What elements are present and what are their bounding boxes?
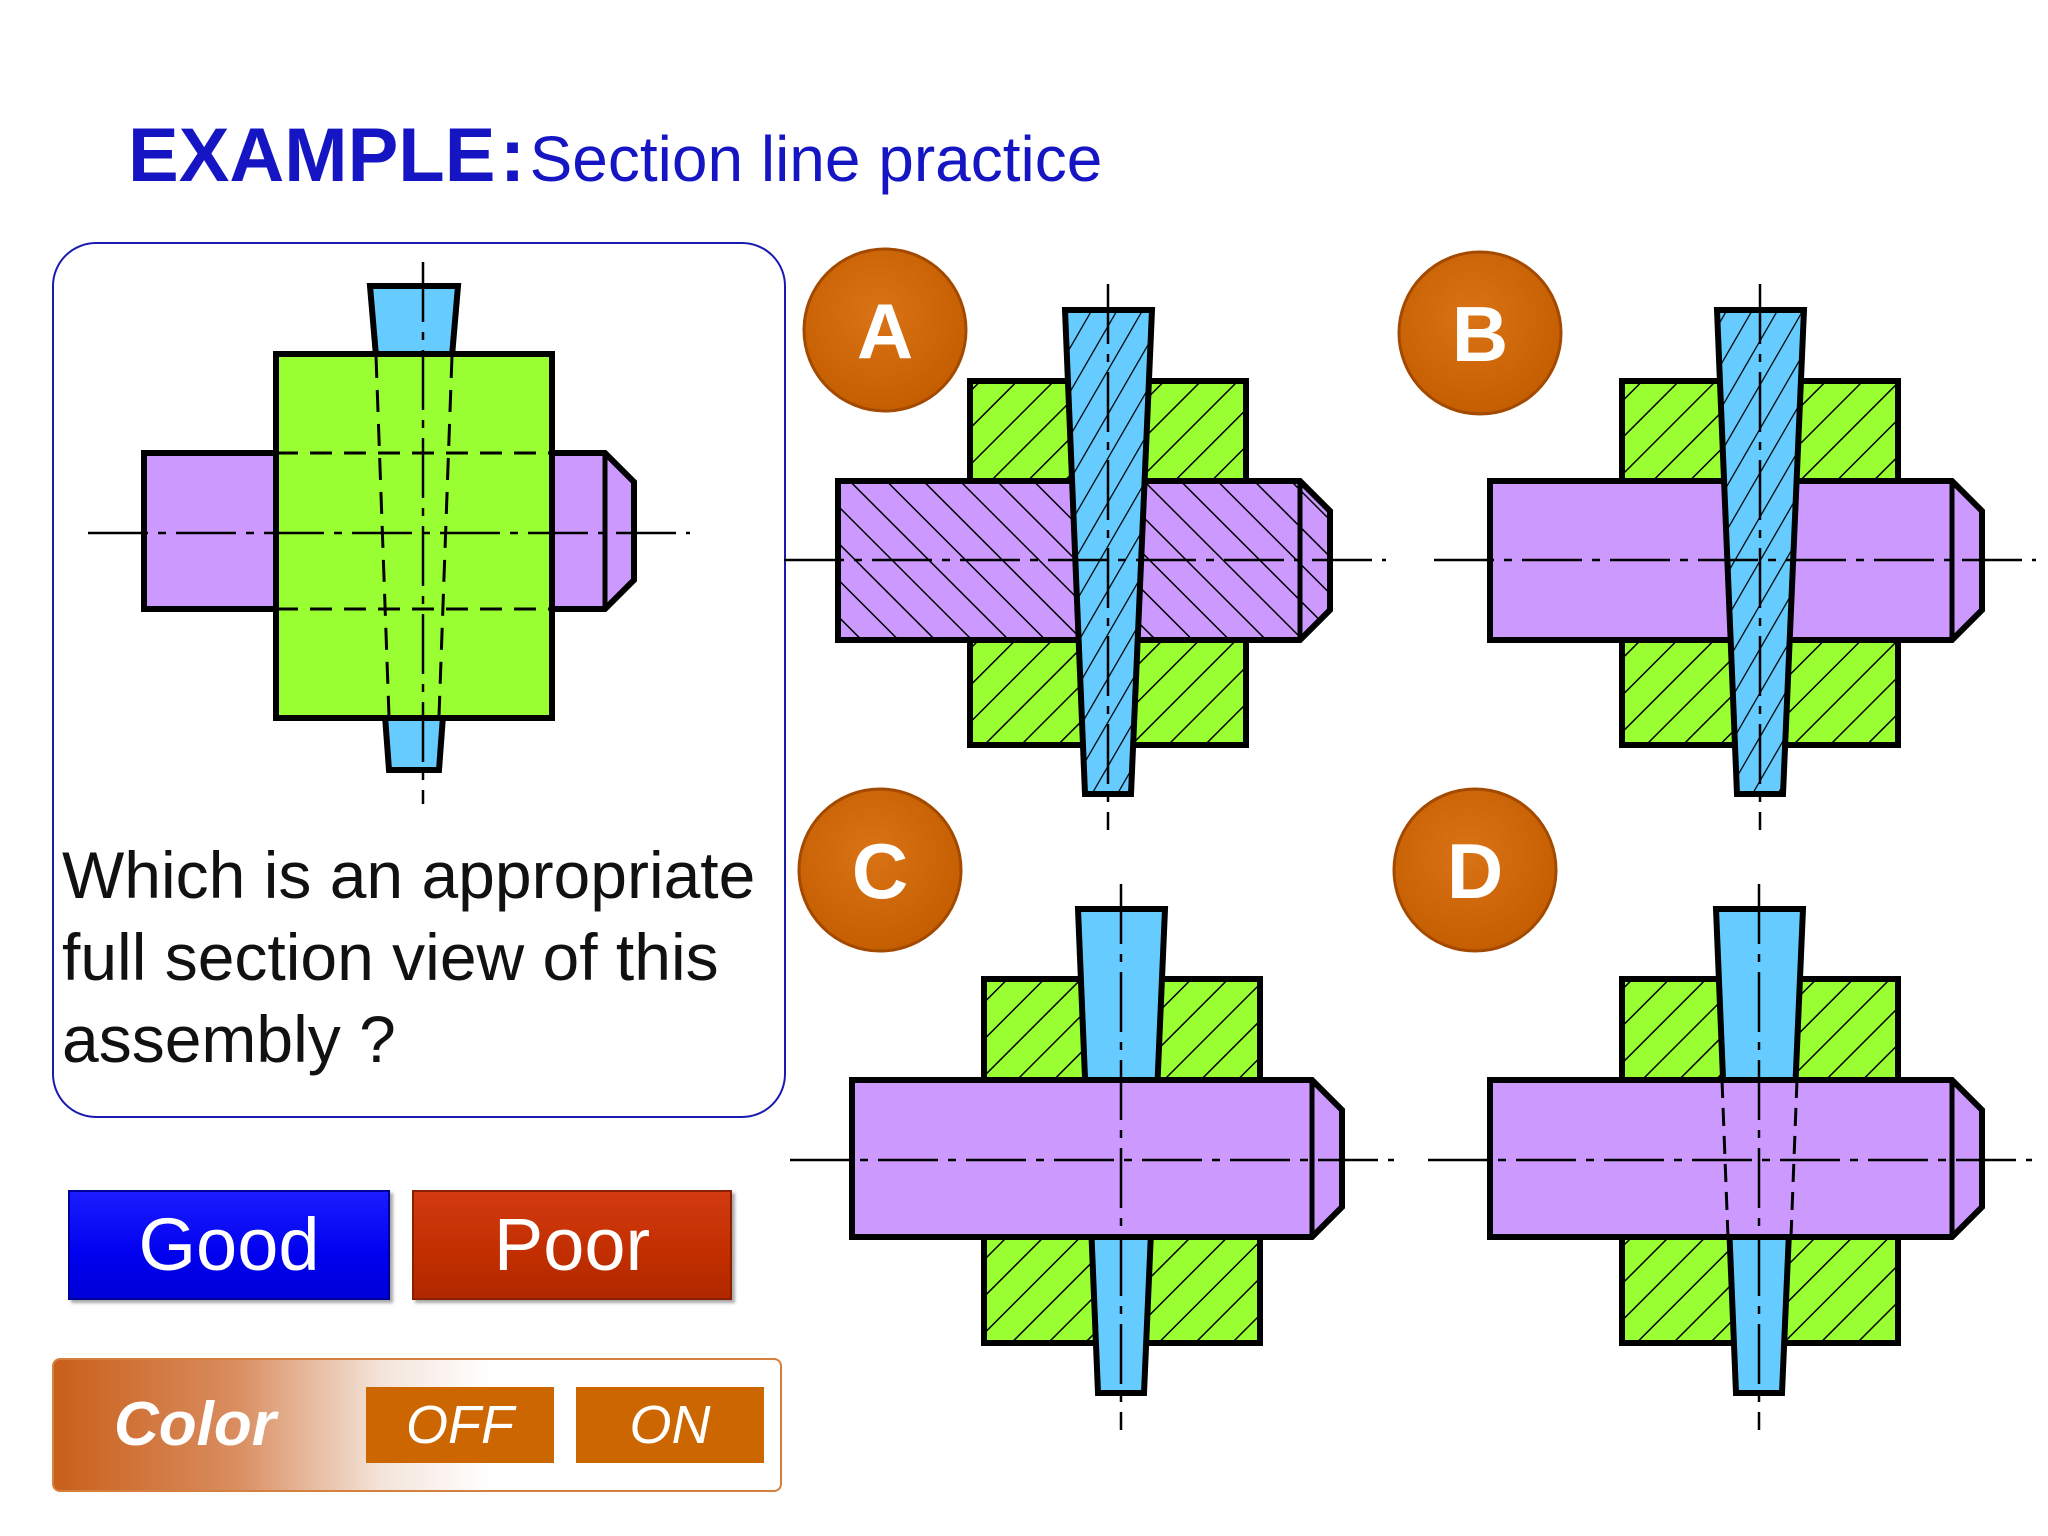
color-on-button[interactable]: ON [576, 1387, 764, 1463]
option-b-badge[interactable]: B [1397, 250, 1563, 416]
title-separator: : [499, 113, 526, 198]
poor-button[interactable]: Poor [412, 1190, 732, 1300]
assembly-hub [273, 351, 555, 721]
option-b-drawing [1434, 284, 2036, 830]
color-off-button[interactable]: OFF [366, 1387, 554, 1463]
option-c-drawing [790, 884, 1394, 1430]
question-text: Which is an appropriate full section vie… [62, 838, 756, 1076]
color-label: Color [114, 1390, 276, 1459]
option-a-badge[interactable]: A [802, 247, 968, 413]
option-c-label: C [852, 827, 908, 915]
option-c-badge[interactable]: C [797, 787, 963, 953]
option-d-drawing [1428, 884, 2032, 1430]
page-title: EXAMPLE : Section line practice [128, 118, 1102, 194]
option-d-badge[interactable]: D [1392, 787, 1558, 953]
color-toggle-bar: Color OFF ON [52, 1358, 782, 1492]
assembly-drawing [88, 262, 690, 804]
title-heading: EXAMPLE [128, 113, 496, 198]
assembly-pin-top [366, 283, 462, 359]
option-a-label: A [857, 287, 913, 375]
assembly-pin-bottom [381, 713, 447, 773]
option-b-label: B [1452, 290, 1508, 378]
assembly-shaft-left [141, 450, 279, 612]
option-a-drawing [784, 284, 1386, 830]
good-button[interactable]: Good [68, 1190, 390, 1300]
assembly-shaft-right [549, 450, 637, 612]
title-subtitle: Section line practice [529, 123, 1103, 195]
option-d-label: D [1447, 827, 1503, 915]
